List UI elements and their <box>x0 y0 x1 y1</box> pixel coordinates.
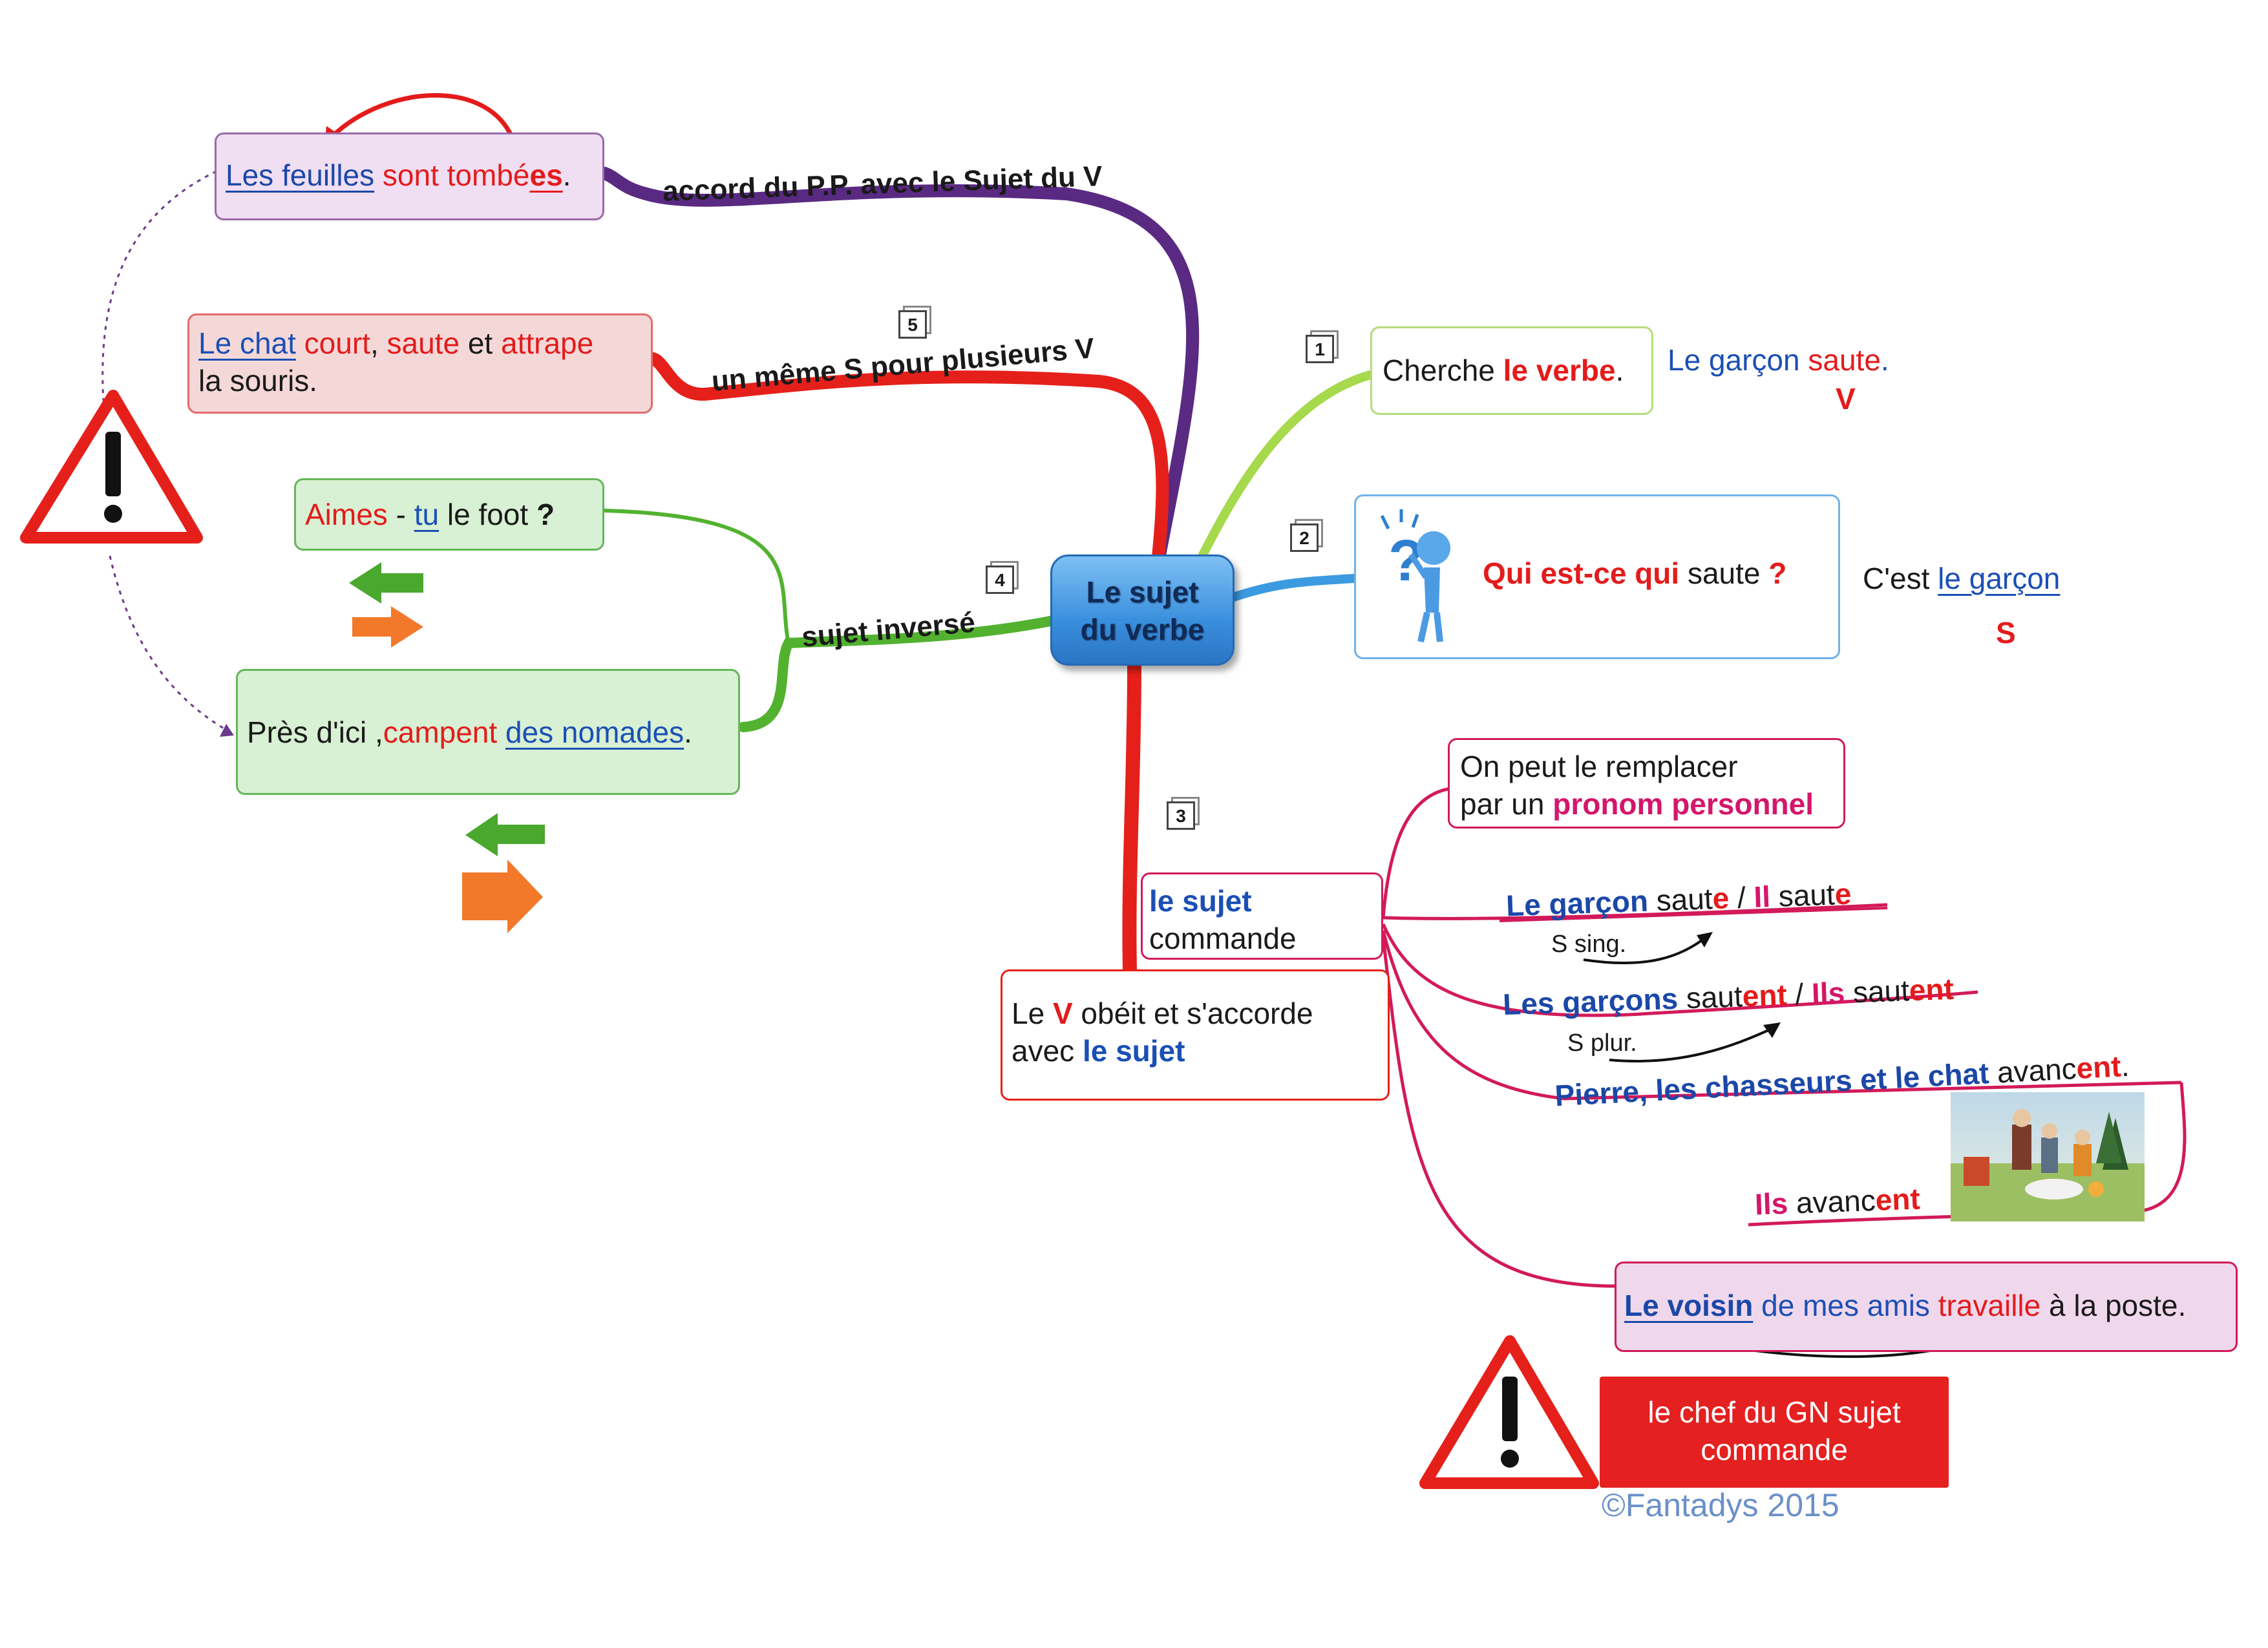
example-box-chef-gn[interactable]: Le voisin de mes amis travaille à la pos… <box>1615 1262 2238 1352</box>
verb-text: travaille <box>1938 1289 2041 1322</box>
subject-text: tu <box>414 498 440 531</box>
branch-line-inverse <box>738 615 1059 732</box>
subject-text: Le chat <box>198 326 296 360</box>
verb-keyword: V <box>1052 997 1073 1030</box>
central-topic[interactable]: Le sujet du verbe <box>1050 555 1235 666</box>
arrow-right-icon <box>352 606 423 648</box>
accord-arrow-pp <box>331 93 516 143</box>
example-answer: C'est le garçon <box>1863 562 2061 595</box>
branch-line-meme-s <box>646 352 1169 575</box>
example-box-participe[interactable]: Les feuilles sont tombées. <box>215 132 604 220</box>
verb-text: saute <box>1808 343 1881 377</box>
punct-text: . <box>562 158 571 192</box>
ending-text: ent <box>1874 1181 1921 1217</box>
ending-text: ent <box>1908 971 1955 1008</box>
branch-line-verbe <box>1185 370 1375 586</box>
branch-number-3: 3 <box>1167 801 1195 830</box>
example-box-inversion[interactable]: Près d'ici ,campent des nomades. <box>236 669 740 795</box>
subject-text: des nomades <box>505 715 684 749</box>
verb-text: saute <box>387 326 460 360</box>
pronoun-text: Ils <box>1754 1186 1789 1221</box>
verb-text: sont tombé <box>374 158 530 192</box>
ending-text: e <box>1834 876 1852 911</box>
ending-text: e <box>1712 881 1730 916</box>
central-topic-line2: du verbe <box>1080 613 1205 646</box>
arrow-left-icon <box>349 562 423 604</box>
central-topic-line1: Le sujet <box>1086 575 1199 609</box>
branch-line-pp <box>598 167 1200 575</box>
branch-number-4: 4 <box>986 565 1014 594</box>
commande-fan <box>1381 787 2187 1288</box>
verb-text: Aimes <box>305 498 388 531</box>
step-box-cherche-verbe[interactable]: Cherche le verbe. <box>1370 326 1653 415</box>
ending-text: es <box>529 158 563 192</box>
warning-link-arc <box>101 170 233 735</box>
question-keyword: Qui est-ce qui <box>1483 556 1680 590</box>
warning-sign-icon <box>20 390 203 544</box>
branch-line-inverse-top <box>604 509 790 644</box>
subject-keyword: le sujet <box>1082 1034 1185 1068</box>
rule-box-pronom[interactable]: On peut le remplacer par un pronom perso… <box>1448 738 1845 829</box>
branch-number-1: 1 <box>1306 335 1334 363</box>
branch-line-commande <box>1122 659 1141 977</box>
note-pluriel: S plur. <box>1567 1030 1637 1057</box>
arrow-right-icon <box>462 860 543 933</box>
ending-text: ent <box>2075 1049 2122 1085</box>
verb-text: campent <box>383 715 498 749</box>
arrow-left-icon <box>465 813 545 856</box>
subject-marker: S <box>1996 616 2016 650</box>
subject-text: Les garçons <box>1502 981 1679 1022</box>
branch-number-5: 5 <box>898 310 927 339</box>
note-singulier: S sing. <box>1551 931 1627 958</box>
branch-number-2: 2 <box>1290 523 1319 552</box>
node-sujet-label: le sujet <box>1149 884 1252 918</box>
ending-text: ent <box>1741 977 1788 1013</box>
pronom-keyword: pronom personnel <box>1553 787 1814 821</box>
warning-sign-icon <box>1419 1335 1599 1489</box>
verb-marker: V <box>1836 382 1856 416</box>
step-box-question[interactable]: ? Qui est-ce qui saute ? <box>1354 494 1840 659</box>
object-text: la souris. <box>198 364 318 397</box>
rule-box-accord[interactable]: Le V obéit et s'accorde avec le sujet <box>1001 969 1390 1101</box>
example-cherche-verbe: Le garçon saute. <box>1668 343 1889 377</box>
subject-text: Les feuilles <box>226 158 375 192</box>
node-sujet-commande[interactable]: le sujet commande <box>1141 872 1383 960</box>
warning-box-chef-gn: le chef du GN sujet commande <box>1600 1377 1949 1488</box>
example-box-meme-sujet[interactable]: Le chat court, saute et attrape la souri… <box>187 313 653 414</box>
verb-keyword: le verbe <box>1503 354 1616 387</box>
copyright-text: ©Fantadys 2015 <box>1602 1487 1839 1523</box>
pronoun-text: Ils <box>1811 975 1846 1011</box>
subject-text: Le voisin <box>1624 1289 1754 1322</box>
verb-text: attrape <box>500 326 594 360</box>
subject-text: Le garçon <box>1505 883 1649 923</box>
branch-line-question <box>1227 574 1359 602</box>
pronoun-text: Il <box>1753 880 1771 914</box>
hunters-illustration <box>1951 1092 2145 1221</box>
subject-text: le garçon <box>1938 562 2061 595</box>
thinking-figure-icon: ? <box>1380 509 1450 643</box>
example-box-question[interactable]: Aimes - tu le foot ? <box>294 478 604 551</box>
verb-text: court <box>295 326 370 360</box>
example-pronom-ils: Ils avancent <box>1754 1181 1921 1221</box>
